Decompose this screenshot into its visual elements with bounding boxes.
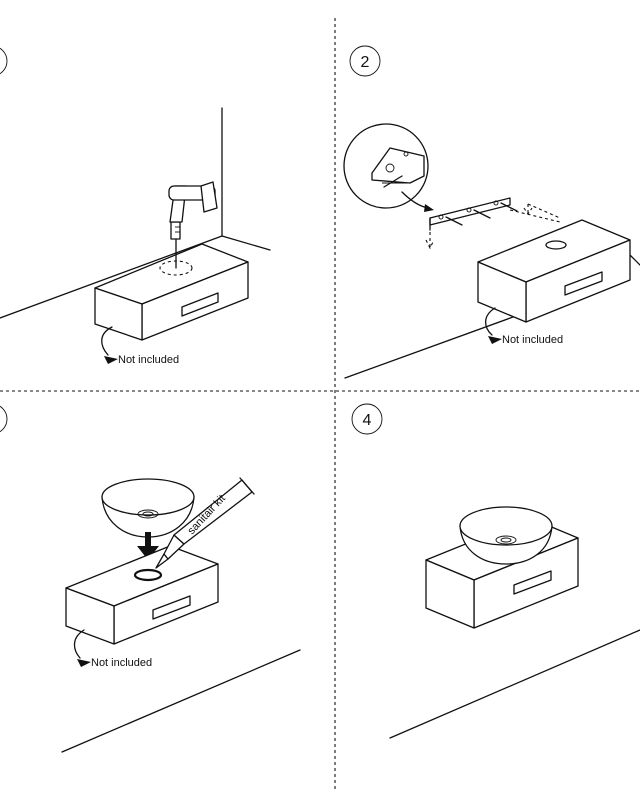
step-3-number-badge: 3 [0, 405, 8, 433]
step-1-number-badge: 1 [0, 47, 8, 75]
drawer-handle [564, 271, 603, 296]
step-3-note: Not included [91, 657, 152, 669]
drawer-handle [152, 595, 191, 620]
mounting-guide-lines [425, 203, 561, 250]
cabinet [94, 243, 249, 341]
step-2-note: Not included [502, 334, 563, 346]
drawer-handle [181, 292, 219, 317]
step-3-panel: 3 sanitair kit [0, 405, 301, 753]
step-4-number: 4 [363, 412, 372, 429]
not-included-arrow [484, 307, 496, 336]
step-2-panel: 2 [343, 45, 640, 379]
floor-line [61, 649, 301, 753]
drawer-handle [513, 570, 552, 595]
step-1-note: Not included [118, 354, 179, 366]
not-included-arrow [73, 629, 85, 659]
step-4-panel: 4 [351, 403, 640, 739]
step-2-number: 2 [361, 54, 370, 71]
drill-icon [168, 181, 218, 269]
room-corner [0, 107, 271, 319]
cabinet [65, 545, 219, 645]
step-2-number-badge: 2 [349, 45, 381, 77]
mounting-bracket [429, 197, 518, 231]
wall-edge [629, 254, 640, 266]
basin [101, 478, 195, 538]
step-4-number-badge: 4 [351, 403, 383, 435]
not-included-arrow [101, 326, 113, 356]
sink-hole [545, 240, 567, 250]
floor-line [389, 629, 640, 739]
installed-basin [459, 506, 553, 565]
bracket-detail-zoom [343, 123, 429, 209]
sealant-ring [133, 568, 163, 582]
cabinet [477, 219, 631, 323]
placement-arrow-icon [137, 532, 159, 560]
step-1-panel: 1 Not included [0, 47, 271, 366]
